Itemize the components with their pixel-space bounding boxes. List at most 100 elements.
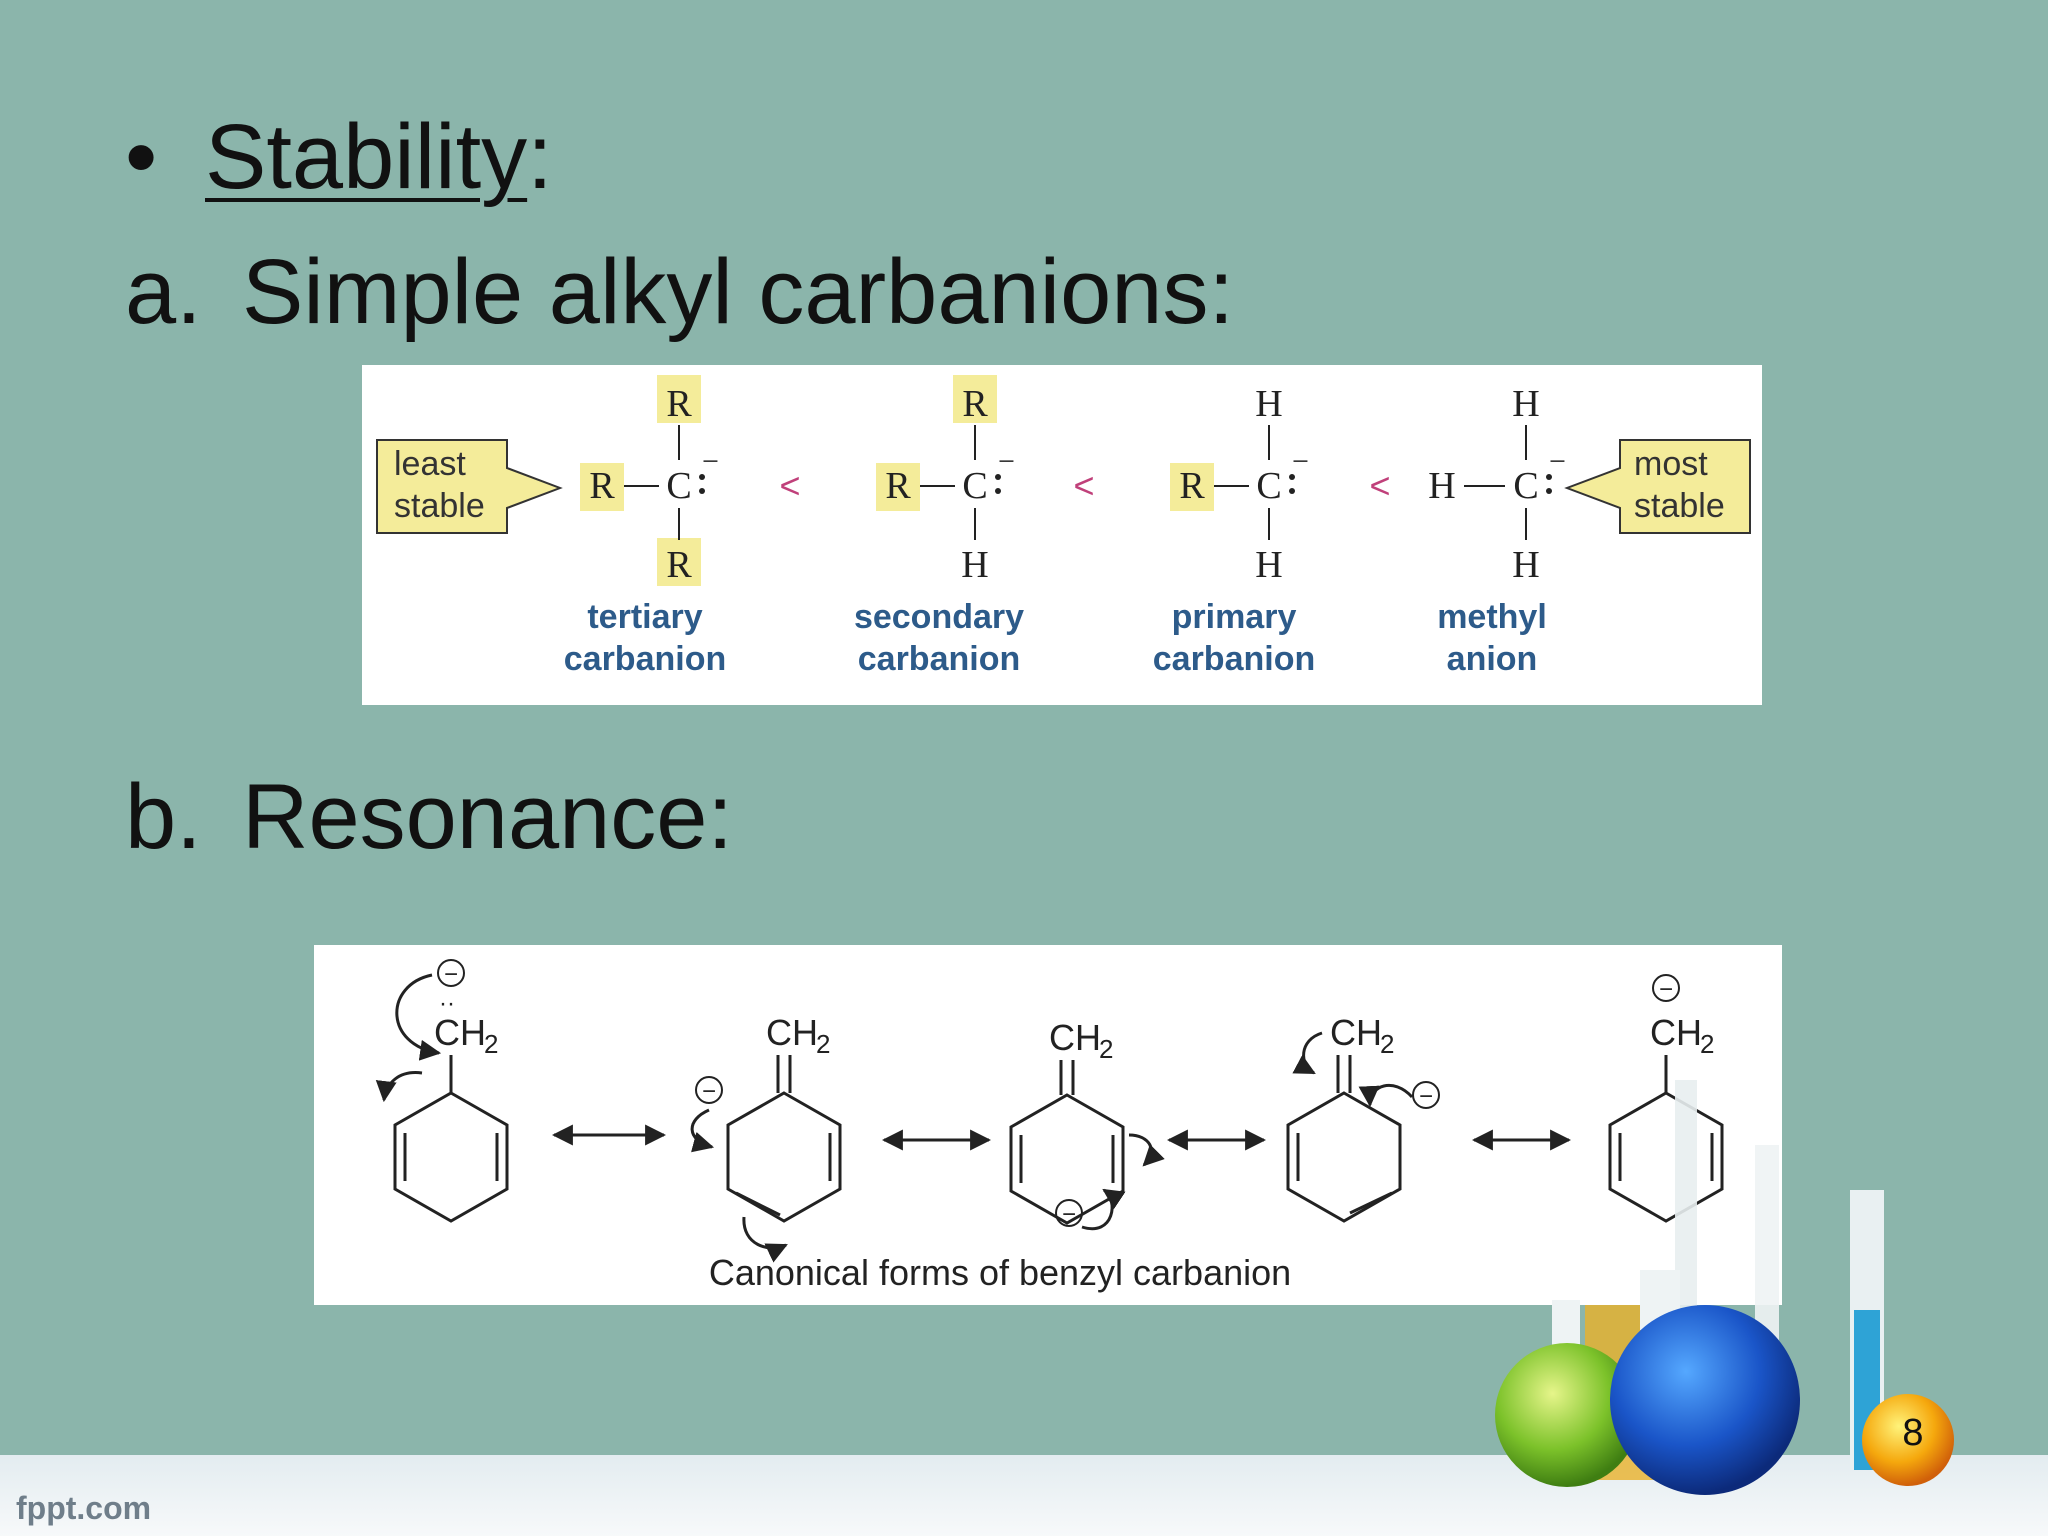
tertiary-carbanion-structure: R R C R − tertiary carbanion [564,375,726,678]
electron-arrow [1358,1084,1414,1108]
negative-charge-sign: − [702,1078,716,1105]
tertiary-name-line2: carbanion [564,640,726,678]
substituent-highlight [1170,463,1214,511]
ch2-label: CH [766,1012,818,1053]
primary-carbanion-structure: H R C H − primary carbanion [1153,383,1315,678]
top-substituent: H [1255,383,1282,425]
left-substituent: R [589,465,615,507]
ch2-subscript: 2 [816,1029,830,1059]
left-substituent: H [1428,465,1455,507]
double-bond [1349,1191,1393,1215]
negative-charge-icon [1412,1081,1440,1109]
lone-pair-dot [1546,488,1552,494]
substituent-highlight [876,463,920,511]
canonical-form-2: CH 2 − [690,1012,842,1263]
methyl-name-line2: anion [1447,640,1538,678]
ch2-subscript: 2 [484,1029,498,1059]
ch2-subscript: 2 [1099,1034,1113,1064]
bottom-substituent: H [1255,544,1282,586]
lone-pair-dot [995,474,1001,480]
secondary-name-line1: secondary [854,598,1024,636]
item-a-marker: a. [125,241,202,343]
substituent-highlight [657,538,701,586]
bottom-substituent: R [666,544,692,586]
most-stable-label-line1: most [1634,445,1708,483]
tertiary-name-line1: tertiary [587,598,702,636]
benzene-ring [1009,1093,1125,1225]
electron-arrow [1128,1133,1165,1167]
ch2-label: CH [1049,1017,1101,1058]
least-stable-label-line2: stable [394,487,485,525]
less-than-symbol: < [779,465,800,506]
primary-name-line2: carbanion [1153,640,1315,678]
negative-charge: − [1292,445,1309,478]
item-b-marker: b. [125,766,202,868]
negative-charge-sign: − [1062,1201,1076,1228]
item-b-text: Resonance: [242,766,733,868]
ch2-subscript: 2 [1700,1029,1714,1059]
bullet-icon: • [125,106,158,208]
electron-arrow [1081,1188,1126,1231]
lone-pair-dot [699,488,705,494]
negative-charge-icon [1652,974,1680,1002]
least-stable-label-line1: least [394,445,466,483]
canonical-form-5: CH 2 − [1608,974,1724,1223]
bottom-substituent: H [1512,544,1539,586]
lone-pair-dot [1289,488,1295,494]
substituent-highlight [953,375,997,423]
ch2-label: CH [1650,1012,1702,1053]
carbon-atom: C [1513,465,1538,507]
negative-charge: − [1549,445,1566,478]
resonance-caption: Canonical forms of benzyl carbanion [709,1252,1291,1293]
less-than-symbol: < [1369,465,1390,506]
alkyl-carbanion-figure: least stable most stable R R C R − [362,365,1762,705]
lab-glassware-decoration [1495,1080,1954,1495]
electron-arrow [375,1071,423,1103]
benzyl-resonance-diagram: CH 2 − ·· CH 2 − [375,959,1724,1293]
canonical-form-1: CH 2 − ·· [375,959,509,1223]
ch2-label: CH [1330,1012,1382,1053]
page-number: 8 [1902,1412,1924,1454]
lone-pair-dot [699,474,705,480]
lone-pair-dot [995,488,1001,494]
carbon-atom: C [666,465,691,507]
lone-pair-dot [1546,474,1552,480]
less-than-symbol: < [1073,465,1094,506]
benzene-ring [1286,1091,1402,1223]
negative-charge: − [998,445,1015,478]
stability-label: Stability [205,106,528,208]
canonical-form-4: CH 2 − [1286,1012,1440,1223]
negative-charge-icon [695,1076,723,1104]
canonical-form-3: CH 2 − [1009,1017,1165,1231]
most-stable-label-line2: stable [1634,487,1725,525]
negative-charge-icon [1055,1199,1083,1227]
item-b: b. Resonance: [125,765,733,870]
green-flask-icon [1495,1343,1639,1487]
methyl-anion-structure: H H C H − methyl anion [1428,383,1566,678]
primary-name-line1: primary [1172,598,1297,636]
bottom-substituent: H [961,544,988,586]
least-stable-callout [376,439,563,534]
substituent-highlight [657,375,701,423]
item-a-text: Simple alkyl carbanions: [242,241,1235,343]
left-substituent: R [885,465,911,507]
negative-charge-sign: − [1659,976,1673,1003]
negative-charge-sign: − [1419,1083,1433,1110]
methyl-name-line1: methyl [1437,598,1547,636]
double-bond [735,1191,781,1217]
lone-pair: ·· [439,990,455,1017]
negative-charge: − [702,445,719,478]
negative-charge-icon [437,959,465,987]
lone-pair-dot [1289,474,1295,480]
ch2-label: CH [434,1012,486,1053]
electron-arrow [1292,1031,1323,1075]
item-a: a. Simple alkyl carbanions: [125,240,1234,345]
electron-arrow [690,1108,715,1153]
substituent-highlight [580,463,624,511]
most-stable-callout [1564,439,1751,534]
benzene-ring [393,1091,509,1223]
benzene-ring [1608,1091,1724,1223]
carbon-atom: C [962,465,987,507]
left-substituent: R [1179,465,1205,507]
